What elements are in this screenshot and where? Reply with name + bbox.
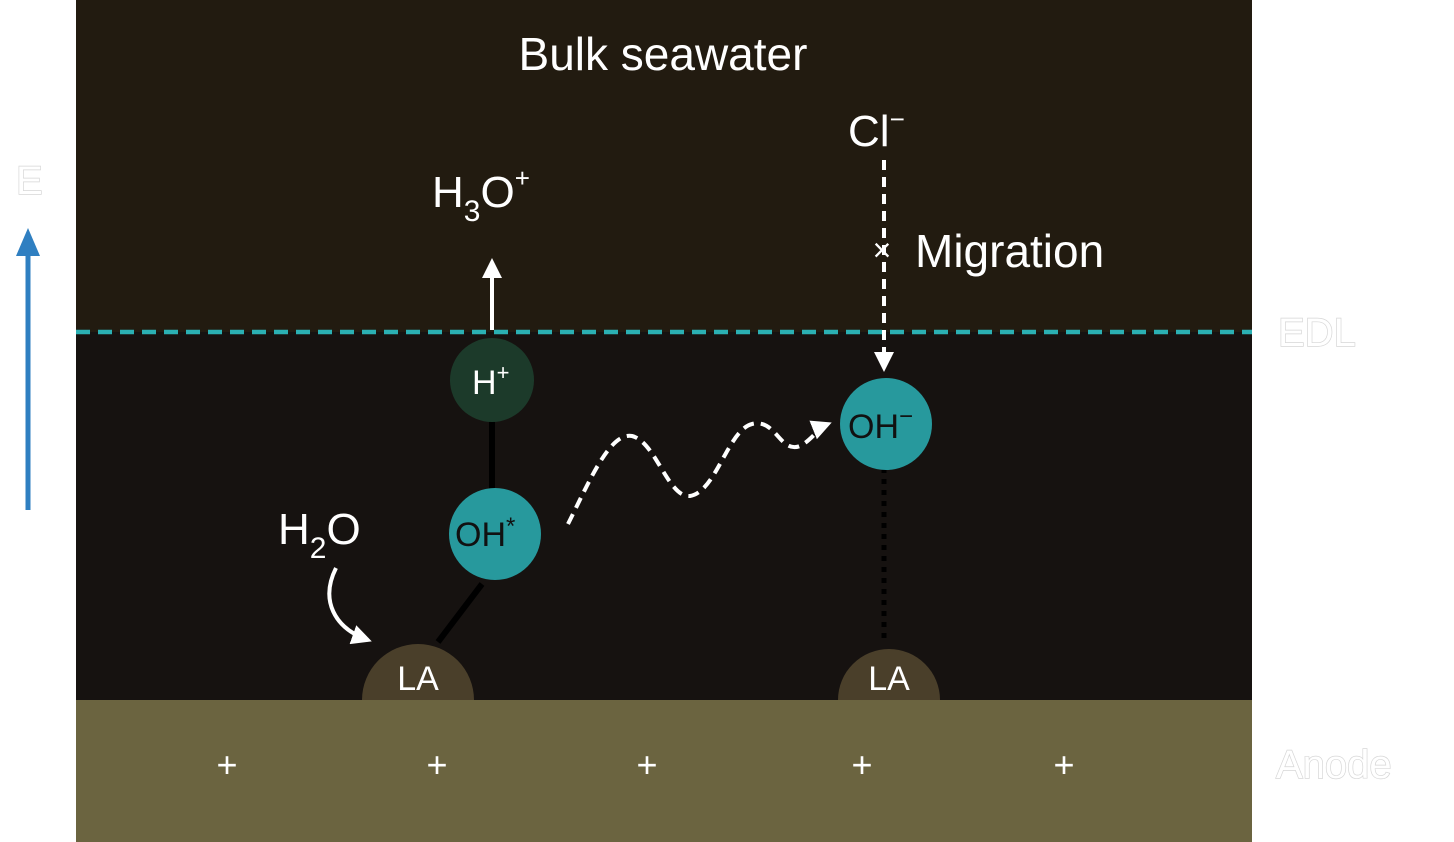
anode-charge: + — [216, 744, 237, 785]
anode-label: Anode — [1276, 743, 1392, 787]
proton-sphere — [450, 338, 534, 422]
hydroxide-sphere — [840, 378, 932, 470]
anode-charge: + — [851, 744, 872, 785]
field-label: E — [16, 159, 43, 203]
hydronium-label: H3O+ — [432, 163, 530, 228]
anode-charge: + — [426, 744, 447, 785]
chloride-label: Cl− — [848, 104, 905, 156]
blocked-mark: × — [873, 232, 892, 268]
anode-charge: + — [636, 744, 657, 785]
adsorbed-hydroxyl-label: OH* — [455, 513, 515, 554]
field-arrow-head — [16, 228, 40, 256]
anode-region — [76, 700, 1252, 842]
edl-region — [76, 332, 1252, 700]
proton-label: H+ — [472, 360, 509, 402]
lewis-acid-label-right: LA — [868, 660, 910, 698]
oh-transfer-arrow — [566, 420, 832, 525]
hydroxide-label: OH− — [848, 403, 913, 446]
water-label: H2O — [278, 505, 361, 565]
lewis-acid-site-right — [838, 649, 940, 700]
lewis-acid-label-left: LA — [397, 660, 439, 698]
bulk-seawater-region — [76, 0, 1252, 332]
bulk-seawater-label: Bulk seawater — [519, 28, 808, 80]
lewis-acid-site-left — [362, 644, 474, 700]
anode-charge: + — [1053, 744, 1074, 785]
adsorbed-hydroxyl-sphere — [449, 488, 541, 580]
edl-label: EDL — [1278, 311, 1356, 355]
water-adsorption-arrow — [327, 567, 372, 645]
bond-oh-la — [435, 582, 485, 644]
migration-label: Migration — [915, 225, 1104, 277]
